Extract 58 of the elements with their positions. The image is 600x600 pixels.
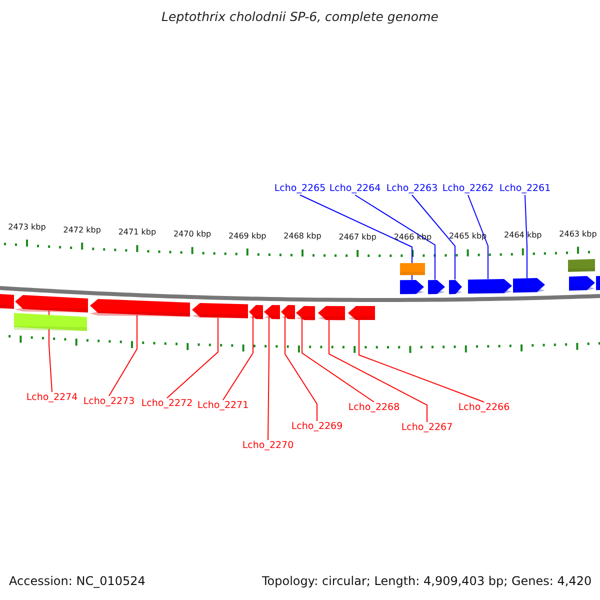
gene-label: Lcho_2270: [242, 440, 294, 452]
footer-text: Accession: NC_010524: [9, 574, 146, 588]
gene-label: Lcho_2268: [348, 402, 400, 414]
tick-label: 2467 kbp: [338, 232, 376, 242]
leader-line: [222, 315, 254, 400]
tick-label: 2471 kbp: [118, 228, 156, 237]
gene-label: Lcho_2265: [274, 183, 326, 195]
feature-box: [0, 294, 14, 309]
leader-line: [358, 319, 484, 402]
leader-line: [328, 319, 428, 422]
leader-line: [524, 194, 528, 279]
gene-feature: [569, 276, 595, 292]
gene-label: Lcho_2269: [291, 421, 343, 433]
tick-label: 2473 kbp: [8, 222, 46, 232]
leader-line: [302, 317, 374, 402]
tick-label: 2468 kbp: [284, 232, 322, 241]
footer-text: Topology: circular; Length: 4,909,403 bp; Genes: 4,420: [262, 574, 592, 588]
gene-feature: [468, 278, 512, 294]
gene-feature: [449, 280, 462, 294]
diagram-title: Leptothrix cholodnii SP-6, complete genome: [160, 9, 440, 24]
gene-label: Lcho_2274: [26, 392, 78, 404]
feature-box: [596, 276, 600, 290]
gene-feature: [90, 299, 190, 317]
tick-label: 2472 kbp: [63, 225, 101, 234]
gene-feature: [400, 280, 424, 294]
tick-label: 2464 kbp: [504, 230, 542, 240]
leader-line: [412, 194, 456, 280]
gene-label: Lcho_2263: [386, 183, 438, 195]
leader-line: [108, 314, 138, 396]
gene-label: Lcho_2262: [442, 183, 494, 195]
gene-label: Lcho_2271: [197, 400, 249, 412]
leader-line: [166, 317, 218, 398]
gene-feature: [15, 295, 88, 313]
leader-line: [300, 194, 412, 280]
feature-box: [568, 259, 595, 272]
gene-label: Lcho_2264: [329, 183, 381, 195]
gene-label: Lcho_2272: [141, 398, 193, 410]
gene-feature: [318, 306, 345, 320]
gene-feature: [264, 305, 280, 320]
leader-line: [284, 316, 318, 422]
gene-feature: [348, 306, 375, 320]
gene-label: Lcho_2266: [458, 402, 510, 414]
leader-line: [354, 194, 436, 280]
leader-line: [468, 194, 488, 280]
gene-label: Lcho_2261: [499, 183, 551, 195]
gene-label: Lcho_2267: [401, 422, 453, 434]
tick-label: 2463 kbp: [559, 229, 597, 238]
tick-label: 2470 kbp: [173, 230, 212, 239]
feature-box: [400, 262, 425, 275]
gene-feature: [281, 305, 295, 320]
leader-line: [268, 316, 270, 440]
gene-feature: [249, 304, 263, 319]
gene-feature: [296, 306, 315, 320]
feature-box: [14, 312, 87, 331]
gene-label: Lcho_2273: [83, 396, 135, 408]
gene-feature: [513, 278, 545, 293]
tick-label: 2469 kbp: [228, 231, 266, 240]
gene-feature: [428, 280, 445, 294]
